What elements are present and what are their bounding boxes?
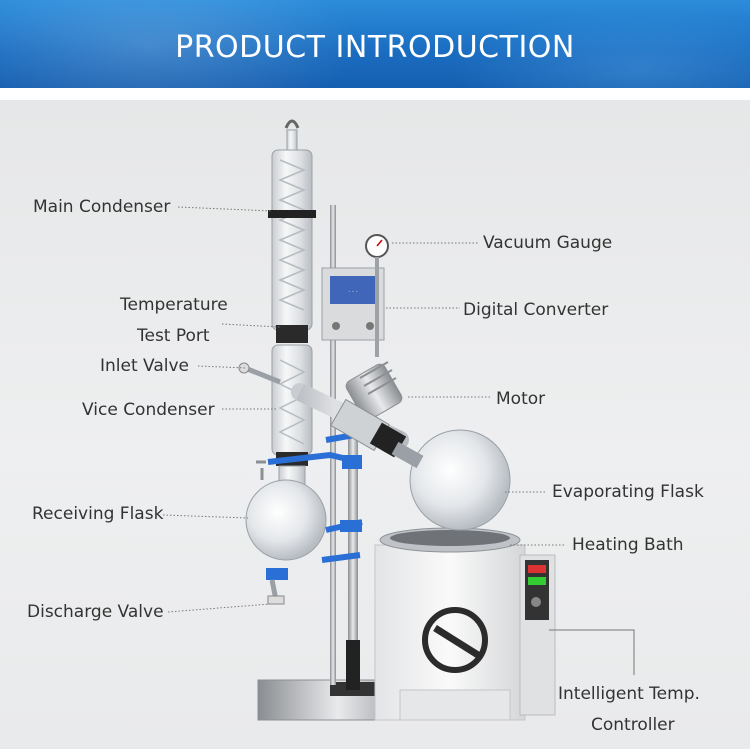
header-banner: PRODUCT INTRODUCTION <box>0 0 750 88</box>
vice-condenser <box>238 344 313 466</box>
label-vacuum-gauge: Vacuum Gauge <box>483 233 613 253</box>
heating-bath-body <box>374 527 556 721</box>
label-discharge-valve: Discharge Valve <box>27 602 164 622</box>
label-receiving-flask: Receiving Flask <box>32 504 164 524</box>
label-inlet-valve: Inlet Valve <box>100 356 190 376</box>
label-temperature: Temperature <box>120 295 228 315</box>
leader-lines <box>162 206 566 613</box>
main-condenser <box>268 119 316 343</box>
label-digital-converter: Digital Converter <box>463 300 609 320</box>
controller-leader <box>549 629 635 675</box>
label-evaporating-flask: Evaporating Flask <box>552 482 704 502</box>
motor <box>330 361 407 458</box>
svg-text:· · ·: · · · <box>348 289 358 296</box>
label-motor: Motor <box>496 389 546 409</box>
label-controller: Controller <box>591 715 675 735</box>
page-title: PRODUCT INTRODUCTION <box>175 30 575 65</box>
label-test-port: Test Port <box>137 326 210 346</box>
label-heating-bath: Heating Bath <box>572 535 684 555</box>
label-intelligent-temp: Intelligent Temp. <box>558 684 700 704</box>
label-vice-condenser: Vice Condenser <box>82 400 215 420</box>
evaporating-flask <box>391 429 511 531</box>
digital-converter: · · · <box>321 267 385 341</box>
vacuum-gauge <box>365 234 389 357</box>
label-main-condenser: Main Condenser <box>33 197 171 217</box>
receiving-flask <box>245 460 327 605</box>
